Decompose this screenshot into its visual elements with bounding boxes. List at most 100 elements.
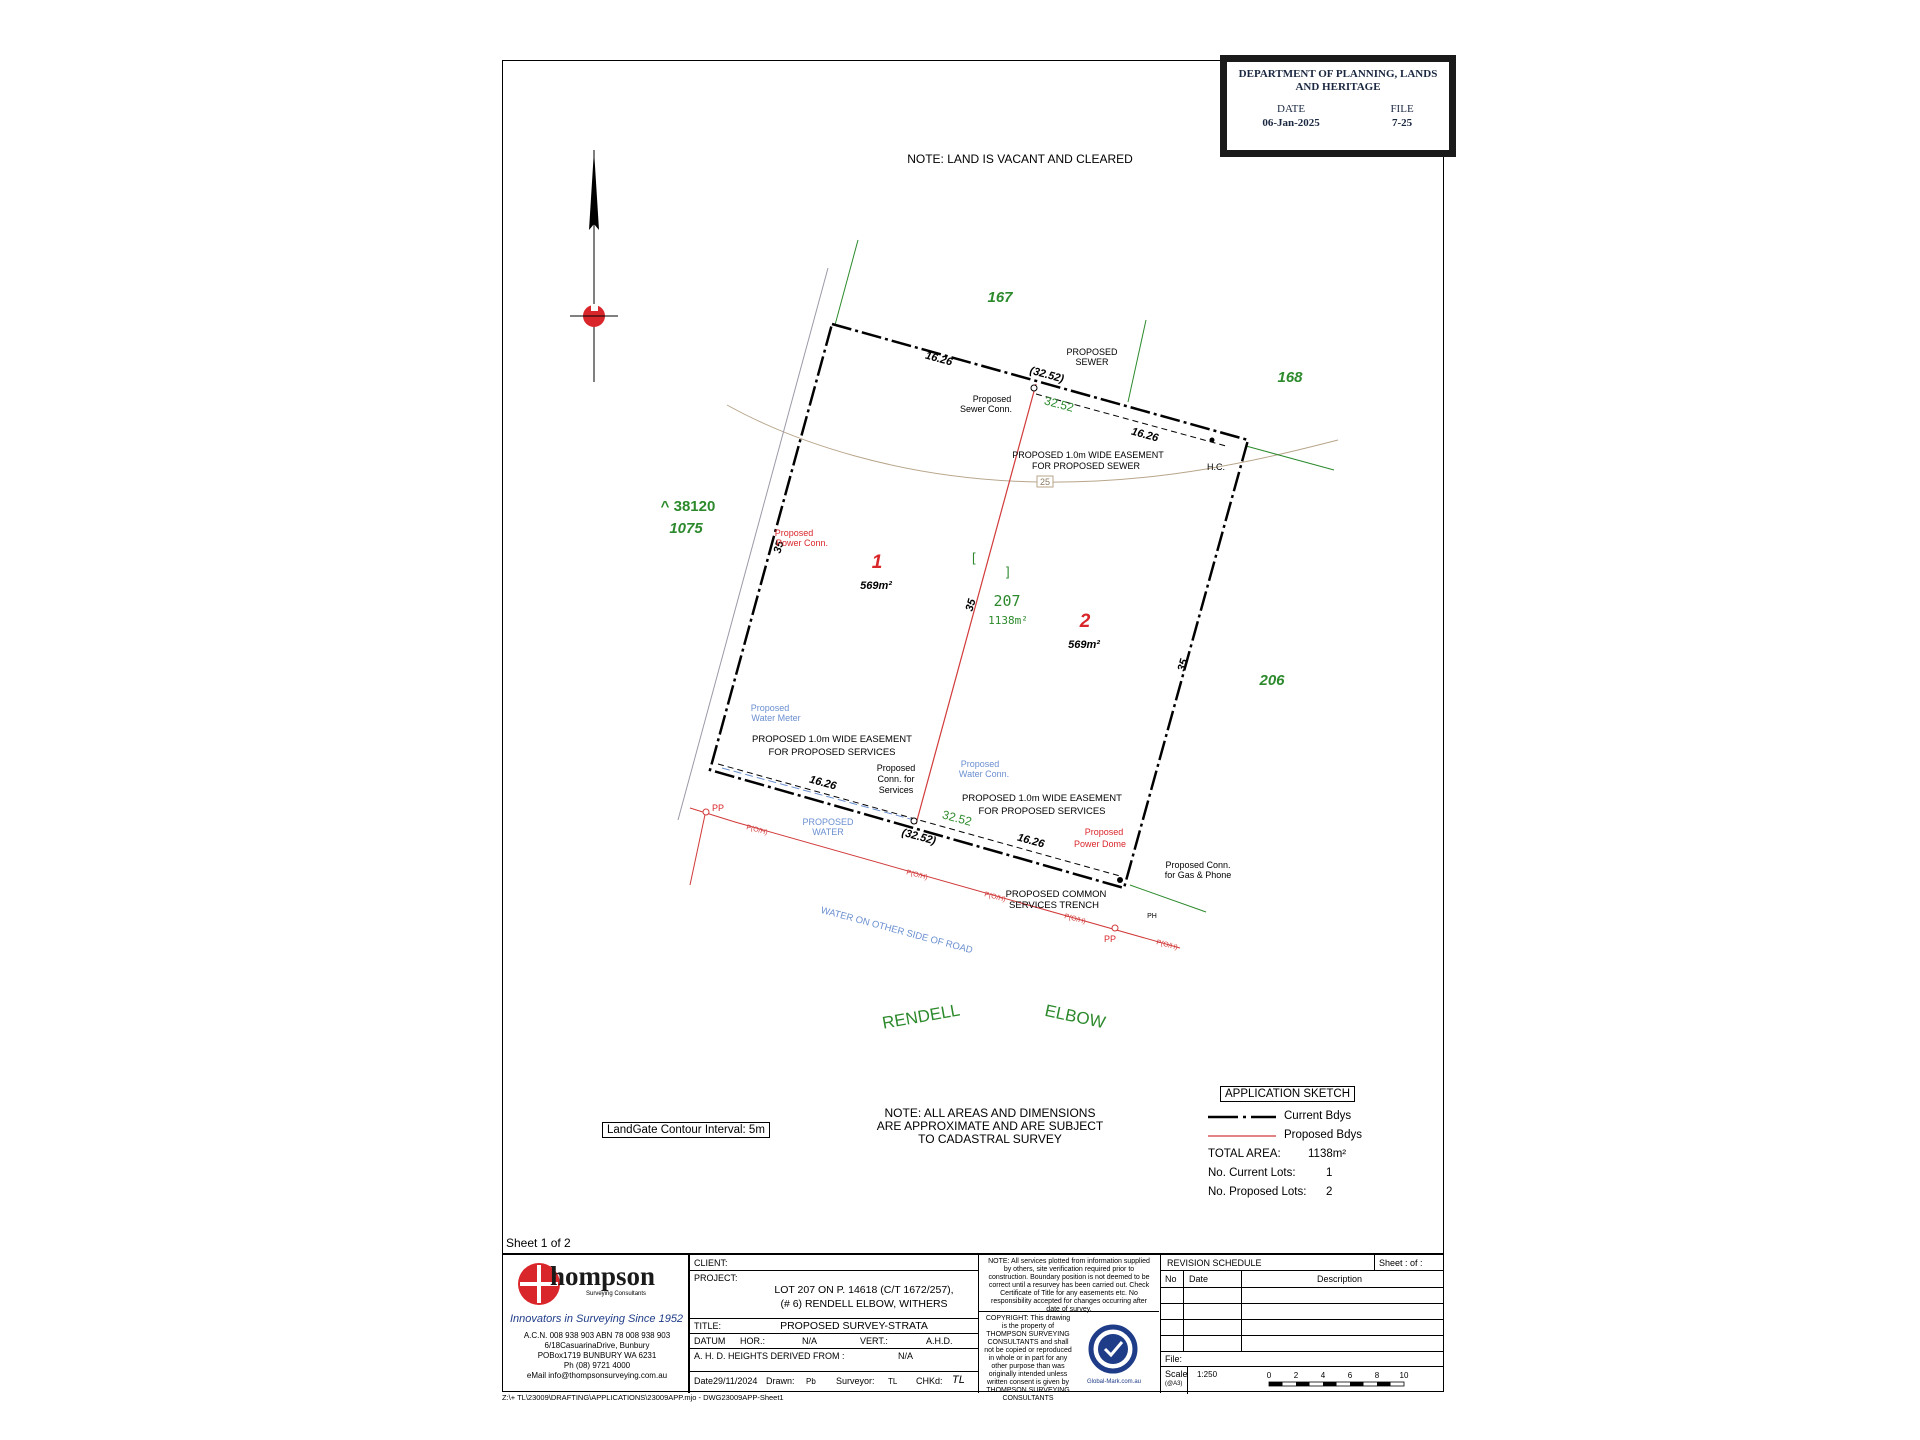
label-power-dome-1: Proposed bbox=[1085, 827, 1124, 837]
stamp-details: DATE 06-Jan-2025 FILE 7-25 bbox=[1227, 102, 1449, 130]
file-label: File: bbox=[1165, 1354, 1183, 1364]
neighbour-lot-206: 206 bbox=[1258, 672, 1285, 689]
label-services-easement-3: PROPOSED 1.0m WIDE EASEMENT bbox=[962, 793, 1122, 804]
label-sewer-conn-2: Sewer Conn. bbox=[960, 404, 1012, 414]
label-sewer-easement-2: FOR PROPOSED SEWER bbox=[1032, 461, 1141, 471]
legend-proposed-label: Proposed Bdys bbox=[1284, 1129, 1362, 1141]
note-areas-approximate: NOTE: ALL AREAS AND DIMENSIONS ARE APPRO… bbox=[860, 1107, 1120, 1146]
divider bbox=[1183, 1270, 1184, 1351]
chkd-value: TL bbox=[952, 1374, 965, 1386]
divider bbox=[690, 1371, 978, 1372]
stamp-date-value: 06-Jan-2025 bbox=[1262, 117, 1320, 129]
revision-date-header: Date bbox=[1189, 1274, 1209, 1284]
divider bbox=[1161, 1335, 1444, 1336]
legend: APPLICATION SKETCH Current Bdys Proposed… bbox=[1208, 1085, 1362, 1202]
scale-tick-label: 4 bbox=[1321, 1371, 1326, 1380]
project-line-1: LOT 207 ON P. 14618 (C/T 1672/257), bbox=[774, 1284, 954, 1296]
stamp-file-label: FILE bbox=[1390, 103, 1414, 115]
legend-total-area-label: TOTAL AREA: bbox=[1208, 1148, 1281, 1160]
label-services-easement-1: PROPOSED 1.0m WIDE EASEMENT bbox=[752, 734, 912, 745]
project-panel: CLIENT: PROJECT: LOT 207 ON P. 14618 (C/… bbox=[689, 1254, 979, 1393]
project-label: PROJECT: bbox=[694, 1273, 738, 1283]
label-overhead-3: P(O/H) bbox=[983, 891, 1006, 903]
label-gas-phone-2: for Gas & Phone bbox=[1165, 870, 1232, 880]
neighbour-lot-168: 168 bbox=[1277, 369, 1303, 386]
stamp-date-label: DATE bbox=[1277, 103, 1306, 115]
certification-badge-icon bbox=[1088, 1324, 1138, 1374]
ahd-label: A. H. D. HEIGHTS DERIVED FROM : bbox=[694, 1351, 845, 1361]
label-services-easement-2: FOR PROPOSED SERVICES bbox=[768, 747, 895, 758]
company-panel: hompson Surveying Consultants Innovators… bbox=[502, 1254, 689, 1393]
label-common-trench-1: PROPOSED COMMON bbox=[1006, 889, 1107, 900]
road-name-rendell: RENDELL bbox=[881, 1000, 962, 1032]
stamp-title: DEPARTMENT OF PLANNING, LANDS AND HERITA… bbox=[1238, 68, 1438, 93]
revision-no-header: No bbox=[1165, 1274, 1177, 1284]
revision-panel: REVISION SCHEDULE Sheet : of : No Date D… bbox=[1161, 1254, 1444, 1394]
company-email: eMail info@thompsonsurveying.com.au bbox=[526, 1371, 668, 1380]
scale-tick-label: 10 bbox=[1400, 1371, 1409, 1380]
road-name-elbow: ELBOW bbox=[1043, 1001, 1107, 1032]
scale-block bbox=[1269, 1382, 1283, 1386]
stamp-file-value: 7-25 bbox=[1391, 117, 1413, 129]
project-line-2: (# 6) RENDELL ELBOW, WITHERS bbox=[780, 1298, 948, 1310]
contour-interval-label: LandGate Contour Interval: 5m bbox=[602, 1122, 770, 1138]
legend-proposed-lots-row: No. Proposed Lots: 2 bbox=[1208, 1183, 1362, 1202]
drawn-label: Drawn: bbox=[766, 1376, 795, 1386]
stamp-file: FILE 7-25 bbox=[1390, 102, 1413, 130]
scale-tick-label: 8 bbox=[1375, 1371, 1380, 1380]
neighbour-lot-167: 167 bbox=[987, 289, 1013, 306]
dim-top-total: (32.52) bbox=[1028, 365, 1065, 386]
legend-proposed-lots-label: No. Proposed Lots: bbox=[1208, 1186, 1307, 1198]
hor-value: N/A bbox=[802, 1336, 818, 1346]
divider bbox=[1161, 1270, 1444, 1271]
sewer-connection-marker bbox=[1030, 384, 1038, 392]
company-logo-icon bbox=[518, 1263, 560, 1305]
label-overhead-5: P(O/H) bbox=[1155, 939, 1178, 951]
label-power-dome-2: Power Dome bbox=[1074, 839, 1126, 849]
label-proposed-water-1: PROPOSED bbox=[802, 817, 854, 827]
label-water-conn-1: Proposed bbox=[961, 759, 1000, 769]
dim-middle: 35 bbox=[964, 597, 979, 613]
label-overhead-2: P(O/H) bbox=[905, 869, 928, 881]
stamp-date: DATE 06-Jan-2025 bbox=[1262, 102, 1319, 130]
label-services-easement-4: FOR PROPOSED SERVICES bbox=[978, 806, 1105, 817]
note-areas-line-1: NOTE: ALL AREAS AND DIMENSIONS bbox=[884, 1106, 1096, 1120]
scale-block bbox=[1377, 1382, 1391, 1386]
company-tagline: Innovators in Surveying Since 1952 bbox=[510, 1313, 684, 1325]
divider bbox=[690, 1318, 978, 1319]
label-water-conn-2: Water Conn. bbox=[959, 769, 1009, 779]
legend-proposed-row: Proposed Bdys bbox=[1208, 1126, 1362, 1145]
company-subtitle: Surveying Consultants bbox=[586, 1291, 647, 1297]
scale-block bbox=[1296, 1382, 1310, 1386]
label-overhead-1: P(O/H) bbox=[745, 824, 768, 836]
label-conn-services-1: Proposed bbox=[877, 763, 916, 773]
copyright-note: COPYRIGHT: This drawing is the property … bbox=[984, 1315, 1072, 1402]
contour-label-box bbox=[1036, 475, 1054, 488]
proposed-boundary-line bbox=[915, 383, 1037, 825]
dim-top-right: 16.26 bbox=[1130, 426, 1161, 445]
divider bbox=[690, 1333, 978, 1334]
label-sewer-easement-1: PROPOSED 1.0m WIDE EASEMENT bbox=[1012, 450, 1164, 460]
label-power-pole-left: PP bbox=[712, 803, 724, 813]
lot-2-number: 2 bbox=[1079, 611, 1091, 632]
divider bbox=[1161, 1303, 1444, 1304]
surveyor-label: Surveyor: bbox=[836, 1376, 875, 1386]
certification-text: Global-Mark.com.au bbox=[1086, 1379, 1142, 1385]
current-boundary-lot-207 bbox=[708, 322, 1250, 890]
north-arrow bbox=[570, 150, 618, 382]
label-sewer-conn-1: Proposed bbox=[973, 394, 1012, 404]
services-note: NOTE: All services plotted from informat… bbox=[988, 1258, 1150, 1313]
drawing-sheet-border bbox=[502, 60, 1444, 1392]
company-details: A.C.N. 008 938 903 ABN 78 008 938 903 6/… bbox=[512, 1331, 682, 1381]
label-phone-pit: PH bbox=[1147, 913, 1157, 920]
scale-bar-blocks bbox=[1269, 1382, 1391, 1386]
dim-right-side: 35 bbox=[1176, 657, 1191, 673]
sewer-easement-line bbox=[1035, 393, 1227, 447]
gas-phone-marker bbox=[1117, 877, 1123, 883]
client-label: CLIENT: bbox=[694, 1258, 728, 1268]
legend-proposed-line-icon bbox=[1208, 1134, 1276, 1137]
dim-bottom-left: 16.26 bbox=[808, 774, 839, 793]
sheet-number: Sheet 1 of 2 bbox=[506, 1236, 571, 1250]
